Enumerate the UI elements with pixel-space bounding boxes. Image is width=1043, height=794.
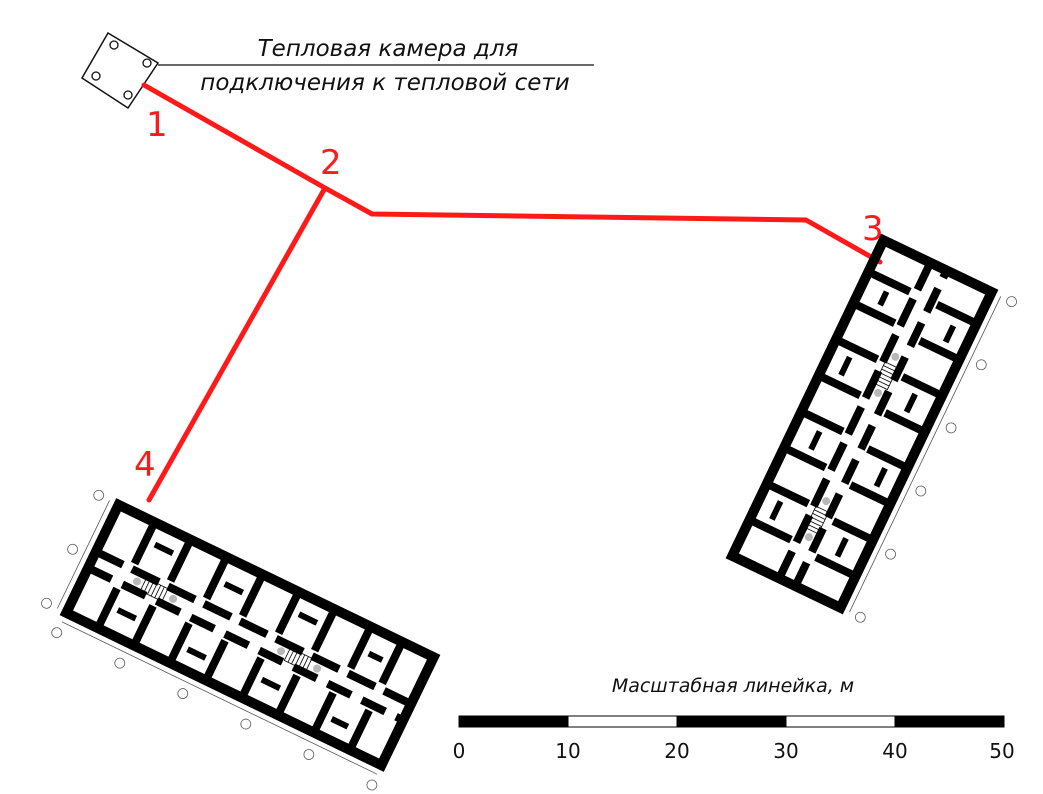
- building-plan-left: [41, 489, 441, 791]
- scale-tick-0: 0: [453, 739, 466, 763]
- scale-bar-title: Масштабная линейка, м: [612, 675, 854, 697]
- point-label-1: 1: [146, 105, 168, 145]
- point-label-2: 2: [320, 143, 342, 183]
- heating-pipeline: [141, 82, 883, 503]
- heat-chamber-symbol: [80, 31, 160, 110]
- scale-segment-4: [894, 715, 1005, 728]
- chamber-title-line1: Тепловая камера для: [258, 36, 519, 62]
- scale-segment-3: [785, 715, 896, 728]
- scale-tick-50: 50: [989, 739, 1014, 763]
- pipeline-main: [141, 82, 883, 265]
- point-label-4: 4: [134, 445, 156, 485]
- point-label-3: 3: [862, 209, 884, 249]
- scale-tick-40: 40: [882, 739, 907, 763]
- chamber-title-line2: подключения к тепловой сети: [200, 70, 569, 96]
- scale-segment-1: [567, 715, 678, 728]
- building-plan-right: [725, 233, 1017, 623]
- scale-tick-30: 30: [773, 739, 798, 763]
- scale-segment-2: [676, 715, 787, 728]
- scale-segment-0: [458, 715, 569, 728]
- scale-bar: Масштабная линейка, м 0 10 20 30 40 50: [453, 675, 1015, 763]
- pipeline-branch: [146, 185, 328, 503]
- scale-tick-20: 20: [664, 739, 689, 763]
- scale-tick-10: 10: [555, 739, 580, 763]
